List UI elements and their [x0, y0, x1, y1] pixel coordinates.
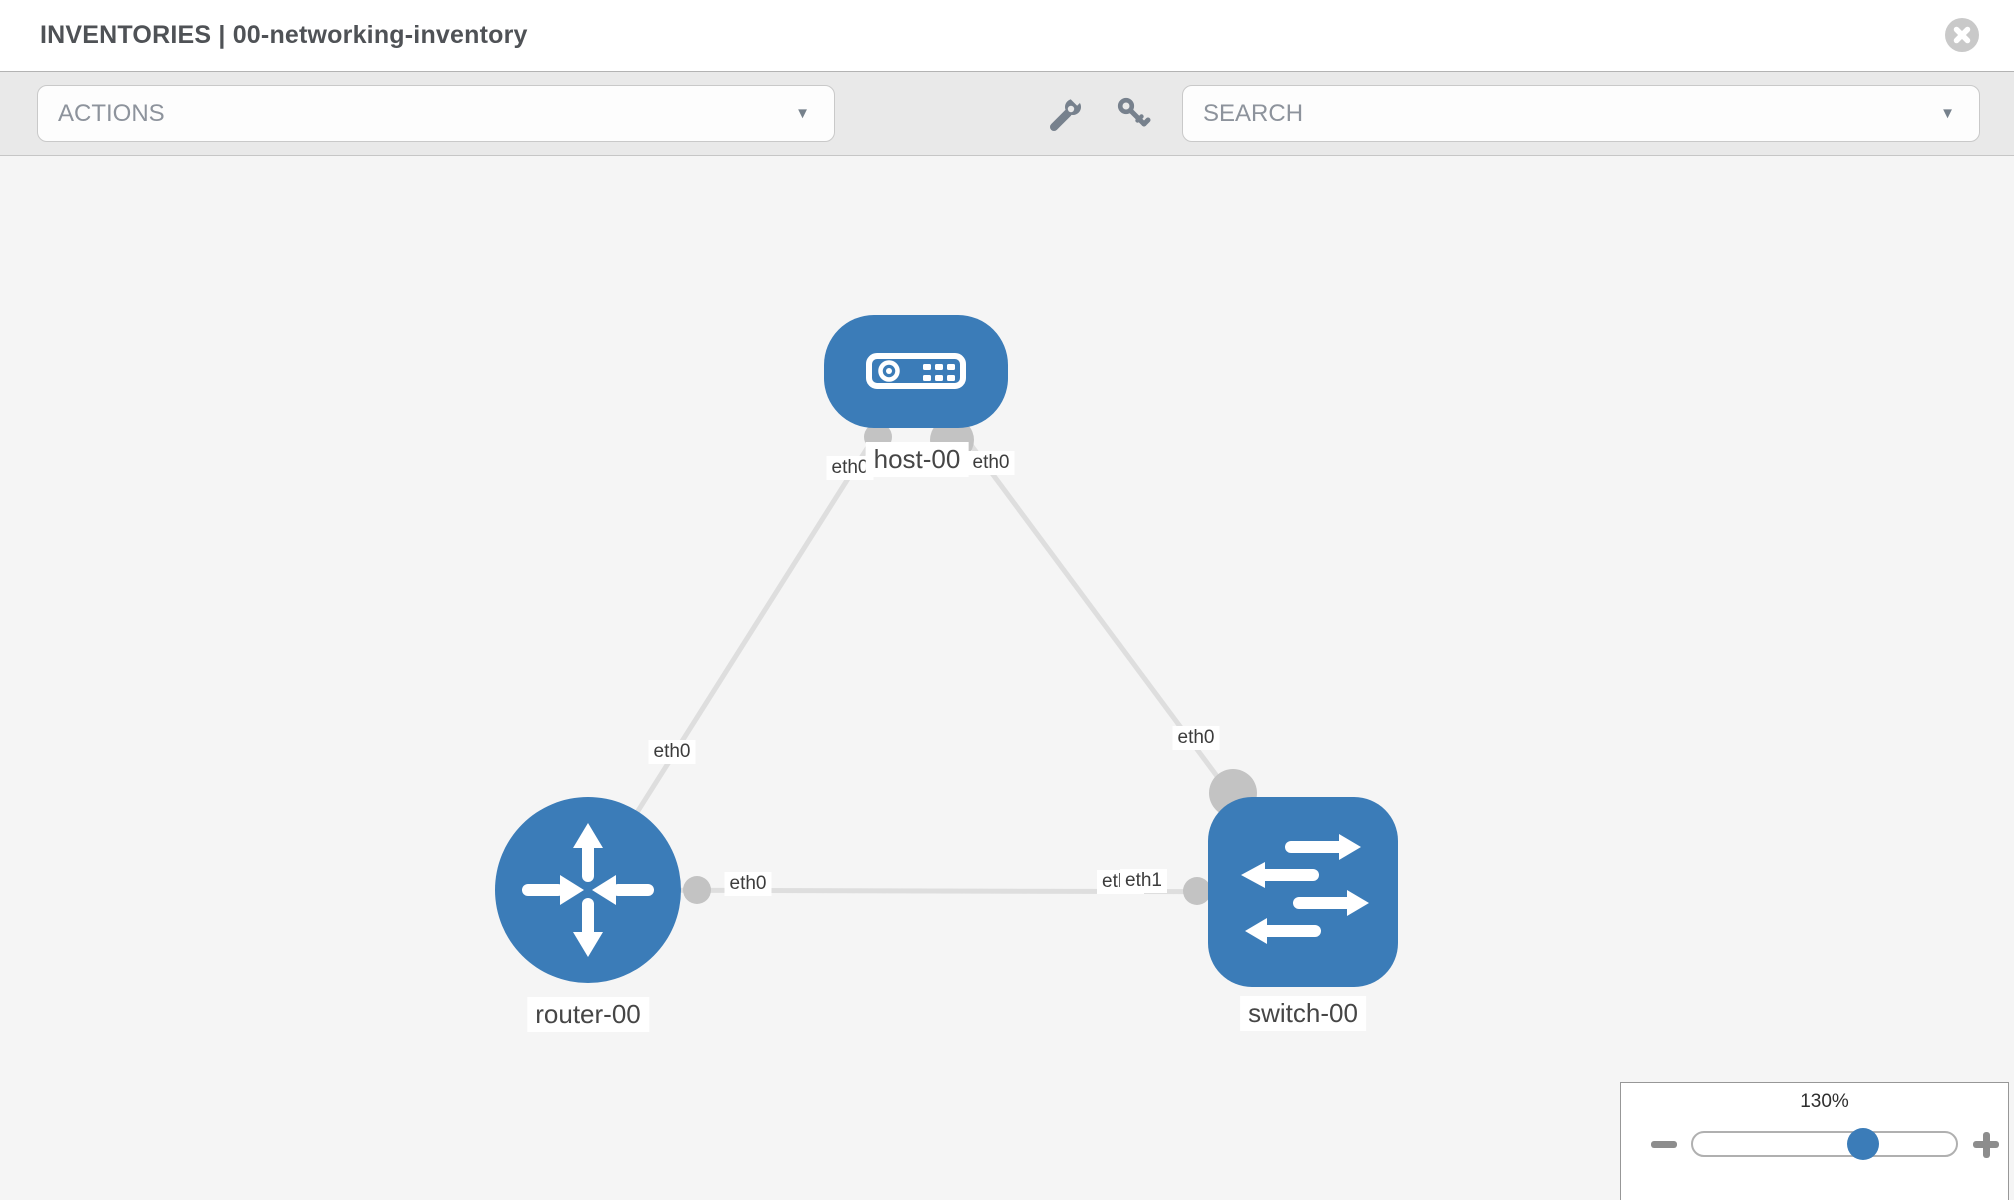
node-switch-00[interactable] — [1208, 797, 1398, 987]
router-arrows-icon — [522, 823, 654, 957]
server-icon — [866, 353, 966, 389]
node-name-label: host-00 — [865, 442, 969, 477]
node-host-00[interactable] — [824, 315, 1008, 428]
search-dropdown-label: SEARCH — [1203, 99, 1304, 127]
chevron-down-icon: ▼ — [1940, 105, 1955, 122]
node-router-00[interactable] — [495, 797, 681, 983]
zoom-slider-thumb[interactable] — [1847, 1128, 1879, 1160]
interface-label: eth0 — [724, 872, 772, 896]
interface-label: eth0 — [967, 451, 1015, 475]
minus-icon — [1651, 1141, 1677, 1148]
zoom-in-button[interactable] — [1969, 1123, 2003, 1165]
toolbar: ACTIONS ▼ SEARCH ▼ — [0, 72, 2014, 156]
page-title: INVENTORIES | 00-networking-inventory — [40, 21, 528, 49]
key-icon — [1117, 97, 1151, 127]
chevron-down-icon: ▼ — [795, 105, 810, 122]
zoom-out-button[interactable] — [1647, 1123, 1681, 1165]
zoom-level-value: 130% — [1800, 1091, 1849, 1112]
header: INVENTORIES | 00-networking-inventory — [0, 0, 2014, 72]
zoom-slider[interactable] — [1691, 1131, 1958, 1157]
interface-dots-layer — [683, 418, 1257, 905]
topology-graph — [495, 315, 1398, 987]
network-canvas[interactable]: eth0 eth0 eth0 eth0 eth0 eth0 eth1 host-… — [0, 156, 2014, 1200]
plus-icon — [1982, 1131, 1990, 1158]
node-name-label: switch-00 — [1240, 996, 1366, 1031]
exchange-arrows-icon — [1241, 834, 1369, 944]
search-dropdown[interactable]: SEARCH ▼ — [1182, 85, 1980, 142]
interface-label: eth0 — [1172, 726, 1220, 750]
node-name-label: router-00 — [527, 997, 649, 1032]
wrench-icon — [1050, 92, 1085, 131]
actions-dropdown[interactable]: ACTIONS ▼ — [37, 85, 835, 142]
wrench-button[interactable] — [1046, 92, 1085, 133]
interface-label: eth0 — [648, 740, 696, 764]
zoom-control-panel: 130% — [1620, 1082, 2009, 1200]
interface-dot — [683, 876, 711, 904]
actions-dropdown-label: ACTIONS — [58, 99, 165, 127]
close-icon — [1945, 18, 1979, 52]
interface-label: eth1 — [1120, 869, 1167, 893]
close-button[interactable] — [1945, 18, 1979, 52]
interface-dot — [1183, 877, 1211, 905]
key-button[interactable] — [1114, 95, 1152, 133]
